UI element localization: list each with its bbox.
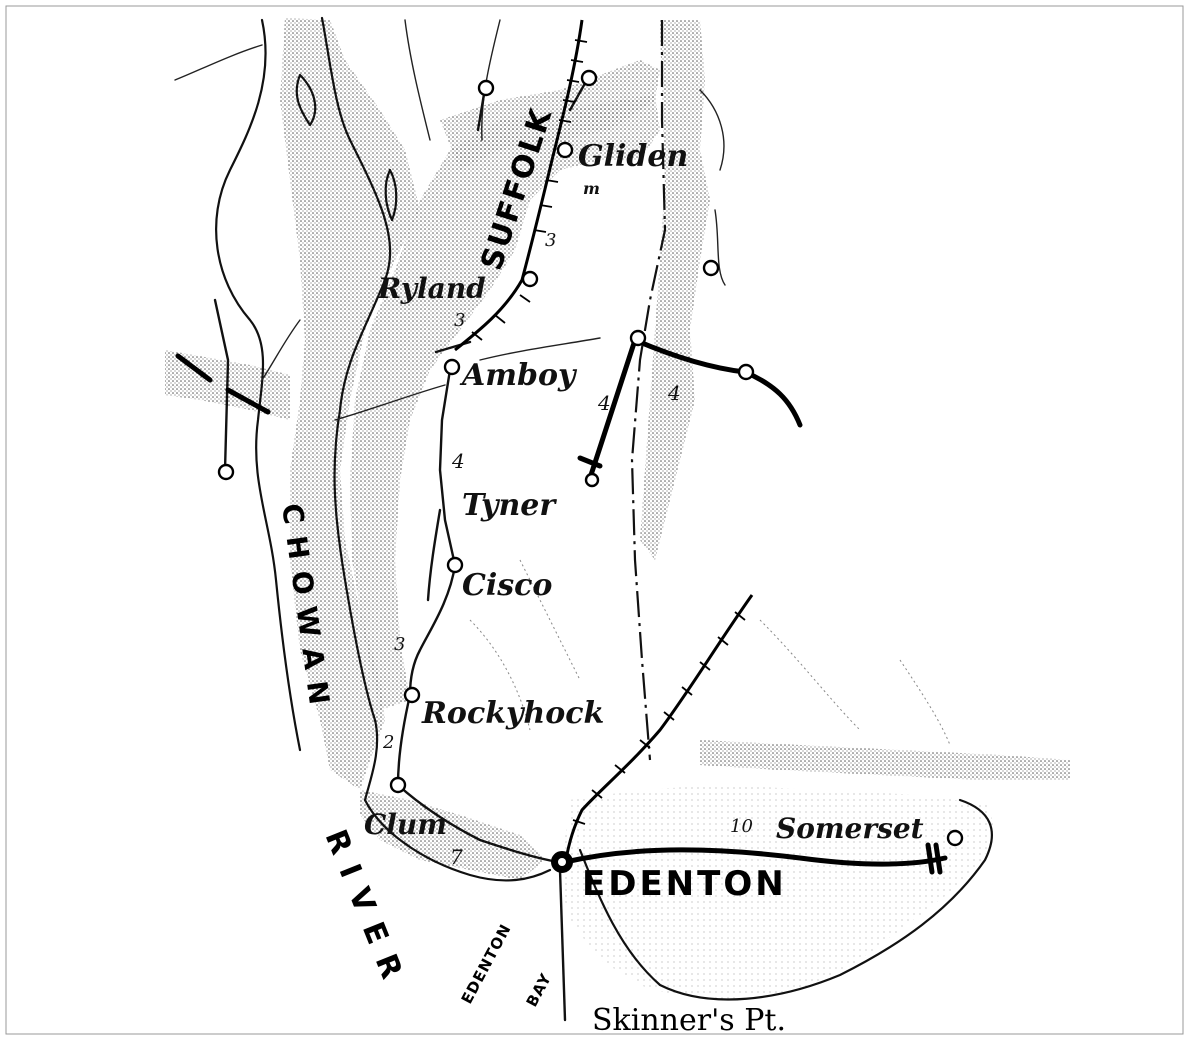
road-rockyhock-clum <box>396 693 412 787</box>
label-skinners-pt: Skinner's Pt. <box>592 1003 786 1038</box>
town-marker-amboy <box>443 358 461 376</box>
town-marker-east <box>737 363 755 381</box>
road-cisco-west <box>426 508 442 602</box>
distance-edenton-somerset: 10 <box>730 816 753 837</box>
distance-cisco-rockyhock: 3 <box>394 634 405 655</box>
chowan-river-west-bank <box>215 18 302 752</box>
town-marker-edenton-center <box>558 858 566 866</box>
edenton-bay-shore-west <box>363 798 552 882</box>
town-marker-rockyhock <box>403 686 421 704</box>
road-cisco-rockyhock <box>408 563 457 697</box>
chowan-island-2 <box>384 168 398 222</box>
road-west-cross <box>175 353 213 383</box>
town-marker-west <box>217 463 235 481</box>
town-marker-clum <box>389 776 407 794</box>
town-marker-east-junction <box>629 329 647 347</box>
road-west-cross-2 <box>225 387 271 415</box>
label-amboy: Amboy <box>459 358 578 393</box>
label-edenton: EDENTON <box>582 864 787 904</box>
label-river: RIVER <box>318 825 415 997</box>
swamp-south-west <box>360 790 545 880</box>
creek-north-1 <box>404 19 431 141</box>
distance-east-spur: 4 <box>597 391 611 415</box>
map-frame <box>5 5 1184 1035</box>
edenton-peninsula-shade <box>560 785 995 1000</box>
town-marker-northeast <box>702 259 720 277</box>
road-somerset-bar <box>925 842 935 875</box>
label-gliden: Gliden <box>578 139 688 174</box>
town-marker-east-spur <box>584 472 600 488</box>
creek-amboy-west <box>334 384 446 421</box>
town-marker-ryland <box>521 270 539 288</box>
railroad-northeast-ticks <box>572 611 746 825</box>
distance-rockyhock-clum: 2 <box>382 732 394 753</box>
road-east-spur <box>587 337 638 481</box>
label-gliden-mark: m <box>583 179 600 198</box>
swamp-central <box>350 95 660 710</box>
road-somerset-bar-2 <box>933 842 943 875</box>
label-rockyhock: Rockyhock <box>421 696 604 731</box>
label-edenton-bay-1: EDENTON <box>458 921 515 1007</box>
creek-east-2 <box>714 209 726 286</box>
swamp-southeast <box>700 740 1070 780</box>
town-marker-north-1 <box>477 79 495 97</box>
distance-amboy-cisco: 4 <box>451 449 465 473</box>
creek-faint-2 <box>759 619 861 731</box>
road-east-spur-bar <box>577 455 603 469</box>
chowan-river-east-bank <box>320 16 392 802</box>
town-marker-gliden <box>556 141 574 159</box>
creek-amboy-east <box>479 337 601 361</box>
distance-clum-edenton: 7 <box>450 845 463 869</box>
creek-faint-3 <box>899 659 951 746</box>
town-marker-north-2 <box>580 69 598 87</box>
road-west-spur <box>213 298 230 472</box>
distance-ryland-amboy: 3 <box>454 310 465 331</box>
creek-east-1 <box>699 89 725 171</box>
creek-west-spur <box>261 319 301 381</box>
railroad-suffolk <box>454 19 584 352</box>
road-edenton-somerset <box>562 847 948 867</box>
town-marker-cisco <box>446 556 464 574</box>
road-skinners-pt <box>558 868 567 1022</box>
swamp-east-strip <box>640 20 710 560</box>
chowan-island <box>295 73 317 127</box>
creek-northwest <box>174 44 263 81</box>
label-cisco: Cisco <box>462 568 552 603</box>
label-tyner: Tyner <box>462 488 557 523</box>
label-clum: Clum <box>364 808 447 841</box>
swamp-north <box>440 60 660 170</box>
distance-east-road: 4 <box>667 381 681 405</box>
edenton-peninsula-shore <box>578 798 993 1001</box>
railroad-suffolk-ticks <box>471 39 588 341</box>
distance-suffolk-gliden-ryland: 3 <box>545 230 556 251</box>
label-edenton-bay-2: BAY <box>523 970 556 1010</box>
road-clum-edenton <box>396 783 560 864</box>
swamp-west-bank <box>280 18 420 790</box>
county-boundary <box>630 20 667 761</box>
label-somerset: Somerset <box>776 812 924 845</box>
railroad-northeast <box>564 594 754 861</box>
label-ryland: Ryland <box>377 272 486 305</box>
road-amboy-cisco <box>438 368 457 567</box>
town-marker-somerset <box>946 829 964 847</box>
